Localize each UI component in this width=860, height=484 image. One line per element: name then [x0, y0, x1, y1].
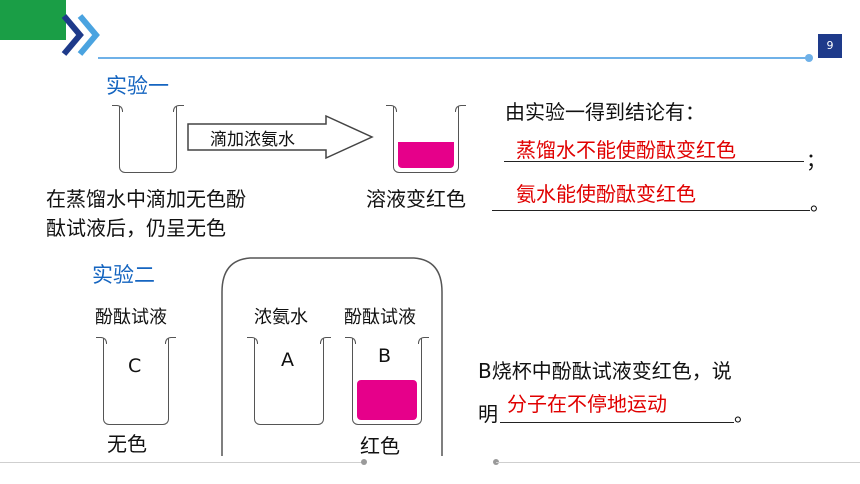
exp1-conclusion-intro: 由实验一得到结论有： — [505, 100, 705, 124]
exp1-result: 溶液变红色 — [366, 187, 466, 211]
footer-divider-left — [0, 462, 364, 463]
exp1-beaker-red — [386, 105, 466, 173]
exp1-beaker-water — [112, 105, 184, 173]
header-divider-dot — [805, 54, 813, 62]
exp2-beaker-b-label: B — [378, 345, 392, 367]
exp1-conclusion-1-end: ； — [806, 148, 826, 172]
exp2-color-c: 无色 — [107, 432, 147, 456]
exp1-red-liquid — [398, 142, 454, 168]
footer-dot-left — [361, 459, 367, 465]
exp1-conclusion-1: 蒸馏水不能使酚酞变红色 — [516, 138, 736, 162]
exp2-color-b: 红色 — [360, 434, 400, 458]
exp2-explain-prefix: 明 — [478, 402, 498, 426]
exp2-label-a: 浓氨水 — [254, 307, 308, 328]
exp2-label-c: 酚酞试液 — [95, 307, 167, 328]
exp2-explain-line1: B烧杯中酚酞试液变红色，说 — [478, 359, 732, 383]
exp2-beaker-c-label: C — [128, 355, 142, 377]
exp1-title: 实验一 — [106, 74, 169, 98]
exp2-explain-answer: 分子在不停地运动 — [507, 392, 667, 416]
footer-divider-right — [496, 462, 860, 463]
exp2-blank — [500, 422, 734, 423]
bell-jar — [221, 257, 443, 456]
header-divider — [98, 57, 810, 59]
exp1-conclusion-2-end: 。 — [810, 191, 830, 215]
exp2-beaker-a — [247, 337, 331, 425]
exp2-explain-end: 。 — [734, 402, 754, 426]
exp2-red-liquid — [357, 380, 417, 420]
exp2-beaker-a-label: A — [281, 349, 294, 371]
exp2-beaker-c — [96, 337, 176, 425]
exp2-title: 实验二 — [92, 263, 155, 287]
exp2-label-b: 酚酞试液 — [344, 307, 416, 328]
exp2-beaker-b — [345, 337, 429, 425]
exp1-blank-1 — [504, 161, 804, 162]
exp1-blank-2 — [492, 210, 810, 211]
exp1-conclusion-2: 氨水能使酚酞变红色 — [516, 182, 696, 206]
exp1-arrow-label: 滴加浓氨水 — [210, 130, 295, 150]
exp1-desc-line2: 酞试液后，仍呈无色 — [46, 216, 226, 240]
exp1-desc-line1: 在蒸馏水中滴加无色酚 — [46, 187, 246, 211]
drip-arrow-icon — [187, 114, 374, 160]
page-number: 9 — [818, 34, 842, 58]
header-accent-bar — [0, 0, 66, 40]
chevron-right-icon — [61, 14, 100, 56]
